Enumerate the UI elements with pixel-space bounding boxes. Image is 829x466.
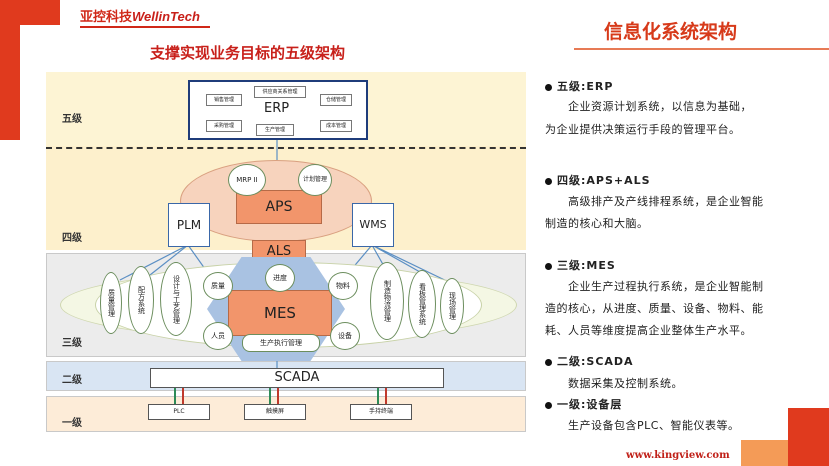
bullet-level-2: 二级:SCADA: [545, 353, 634, 369]
erp-label: ERP: [264, 101, 290, 116]
bullet-level-3: 三级:MES: [545, 257, 616, 273]
plm-box: PLM: [168, 203, 210, 247]
bullet-level-4: 四级:APS+ALS: [545, 172, 651, 188]
mes-right-oval: 现场管理: [440, 278, 464, 334]
bullet-dot-icon: [545, 262, 552, 270]
people-circle: 人员: [203, 322, 233, 350]
bullet-level-5: 五级:ERP: [545, 78, 613, 94]
bullet-desc: 企业生产过程执行系统，是企业智能制: [568, 280, 764, 293]
level-divider: [46, 147, 526, 149]
level-4-label: 四级: [62, 233, 82, 244]
mes-box: MES: [228, 290, 332, 336]
bullet-desc: 为企业提供决策运行手段的管理平台。: [545, 123, 741, 136]
diagram-title: 支撑实现业务目标的五级架构: [150, 44, 346, 62]
mes-left-item: 设计与工艺管理: [172, 274, 181, 324]
erp-module: 生产管理: [256, 124, 294, 136]
red-accent-bar-top: [20, 0, 60, 25]
mes-right-item: 制造物流管理: [383, 280, 392, 322]
bullet-desc: 造的核心，从进度、质量、设备、物料、能: [545, 302, 764, 315]
bullet-level-1: 一级:设备层: [545, 396, 622, 412]
plan-circle: 计划管理: [298, 164, 332, 196]
mes-right-oval: 制造物流管理: [370, 262, 404, 340]
red-accent-bar: [0, 0, 20, 140]
mes-left-item: 配方系统: [137, 286, 146, 314]
mes-left-oval: 质量管理: [100, 272, 122, 334]
bullet-dot-icon: [545, 83, 552, 91]
corner-orange-block: [741, 440, 789, 466]
erp-module: 成本管理: [320, 120, 352, 132]
bullet-heading: 三级:MES: [557, 259, 616, 272]
bullet-desc: 生产设备包含PLC、智能仪表等。: [568, 419, 740, 432]
scada-box: SCADA: [150, 368, 444, 388]
device-box: 触摸屏: [244, 404, 306, 420]
mes-left-item: 质量管理: [107, 289, 116, 317]
quality-circle: 质量: [203, 272, 233, 300]
wms-box: WMS: [352, 203, 394, 247]
mrp-circle: MRP II: [228, 164, 266, 196]
bullet-desc: 制造的核心和大脑。: [545, 217, 649, 230]
logo-underline: [80, 26, 210, 28]
corner-red-block: [788, 408, 829, 466]
mes-left-oval: 设计与工艺管理: [160, 262, 192, 336]
website-link[interactable]: www.kingview.com: [626, 450, 730, 461]
level-1-label: 一级: [62, 418, 82, 429]
bullet-dot-icon: [545, 401, 552, 409]
device-box: 手持终端: [350, 404, 412, 420]
level-2-label: 二级: [62, 375, 82, 386]
bullet-desc: 耗、人员等维度提高企业整体生产水平。: [545, 324, 752, 337]
company-logo: 亚控科技WellinTech: [80, 6, 200, 25]
bullet-desc: 高级排产及产线排程系统，是企业智能: [568, 195, 764, 208]
bullet-desc: 数据采集及控制系统。: [568, 377, 683, 390]
equipment-circle: 设备: [330, 322, 360, 350]
device-box: PLC: [148, 404, 210, 420]
bullet-dot-icon: [545, 358, 552, 366]
bullet-heading: 二级:SCADA: [557, 355, 634, 368]
level-5-label: 五级: [62, 114, 82, 125]
level-3-label: 三级: [62, 338, 82, 349]
bullet-heading: 一级:设备层: [557, 398, 623, 411]
section-title: 信息化系统架构: [604, 21, 738, 43]
mes-left-oval: 配方系统: [128, 266, 154, 334]
bullet-desc: 企业资源计划系统，以信息为基础，: [568, 100, 752, 113]
erp-module: 采购管理: [206, 120, 242, 132]
logo-en: WellinTech: [132, 9, 200, 24]
progress-circle: 进度: [265, 264, 295, 292]
mes-right-item: 现场管理: [448, 292, 457, 320]
title-underline: [574, 48, 829, 50]
bullet-heading: 五级:ERP: [557, 80, 614, 93]
logo-cn: 亚控科技: [80, 10, 133, 25]
erp-module: 销售管理: [206, 94, 242, 106]
exec-pill: 生产执行管理: [242, 334, 320, 352]
material-circle: 物料: [328, 272, 358, 300]
erp-module: 供应商关系管理: [254, 86, 306, 98]
bullet-dot-icon: [545, 177, 552, 185]
erp-module: 仓储管理: [320, 94, 352, 106]
mes-right-oval: 看板管理系统: [408, 270, 436, 338]
mes-right-item: 看板管理系统: [418, 283, 427, 325]
bullet-heading: 四级:APS+ALS: [557, 174, 651, 187]
